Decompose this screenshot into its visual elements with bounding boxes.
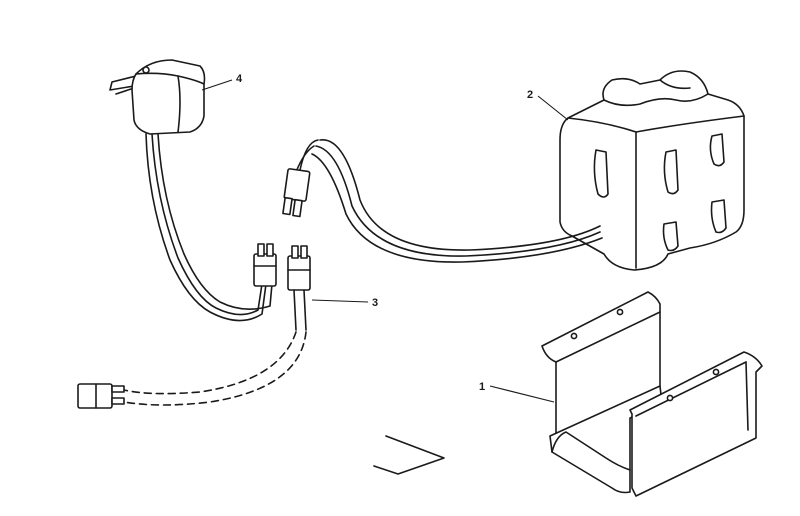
callout-label-1: 1 <box>479 381 485 393</box>
callout-label-2: 2 <box>527 89 533 101</box>
callout-4: 4 <box>201 73 243 91</box>
callout-2: 2 <box>527 89 569 121</box>
battery-connector <box>282 168 311 218</box>
charger-transformer <box>109 59 273 322</box>
mounting-bracket <box>541 291 763 497</box>
charger-connector <box>253 243 277 287</box>
callout-3: 3 <box>311 297 378 309</box>
connector-cable <box>77 245 311 409</box>
callout-label-3: 3 <box>372 297 378 309</box>
sketch-marks <box>373 435 445 475</box>
battery-pack <box>295 70 745 271</box>
callout-1: 1 <box>479 381 555 403</box>
callout-label-4: 4 <box>236 73 243 85</box>
